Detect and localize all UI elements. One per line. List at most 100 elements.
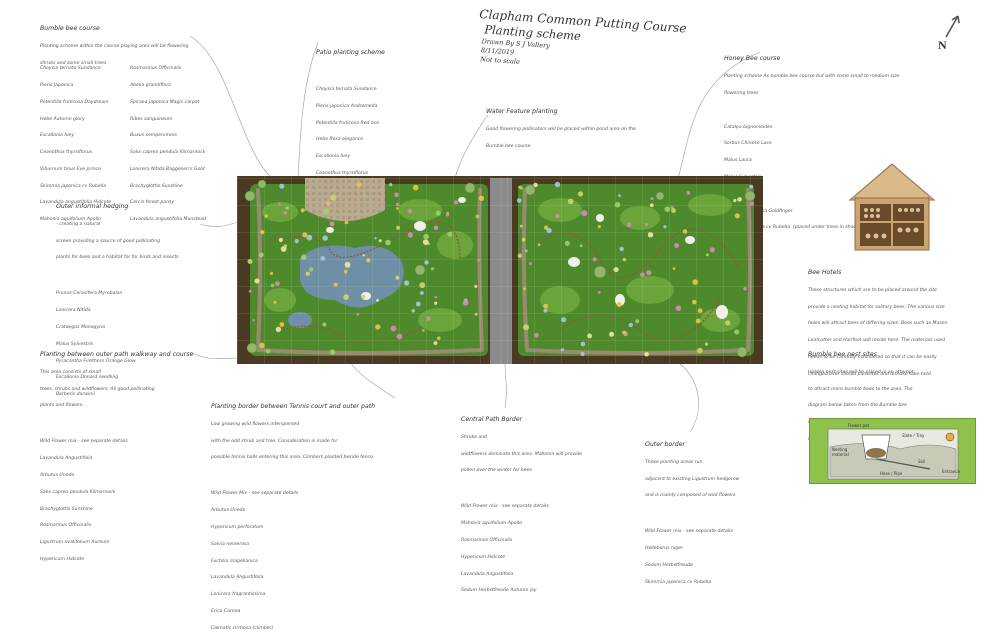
leader-lines xyxy=(189,35,761,433)
note-line: adjacent to existing Ligustrum hedgerow xyxy=(645,476,740,482)
plant-item: Potentilla fruticosa Daydream xyxy=(40,99,109,105)
plant-item: Salix caprea pendula Kilmarnock xyxy=(130,150,206,156)
plant-item: Wild Flower mix - see separate details xyxy=(645,529,733,535)
plant-item: Brachyglottis Sunshine xyxy=(130,183,183,189)
note-line: diagram below taken from the Bumble bee xyxy=(808,403,907,409)
bumble-bee-course-note: Bumble bee course Planting scheme within… xyxy=(40,14,188,72)
compass-north-label: N xyxy=(938,38,947,52)
note-line: and is mainly composed of wild flowers xyxy=(645,493,736,499)
plant-item: Mahonia aquifolium Apollo xyxy=(40,217,101,223)
plant-item: Pieris japonica Andromeda xyxy=(316,103,378,109)
note-line: trees, shrubs and wildflowers. All good … xyxy=(40,386,155,392)
bumble-nest-heading: Bumble bee nest sites xyxy=(808,351,877,359)
bumble-bee-plant-list-2: Rosmarinus Officinalis Abelia grandiflor… xyxy=(130,55,206,228)
note-line: Bumble bee course xyxy=(486,143,531,149)
note-line: Good flowering pollinators will be place… xyxy=(486,126,636,132)
note-line: wildflowers dominate this area. Mahonia … xyxy=(461,451,583,457)
plant-item: Hypericum Hidcote xyxy=(40,556,85,562)
plant-item: Malus Laura xyxy=(724,158,752,164)
plant-item: Wild Flower mix - see separate details xyxy=(461,504,549,510)
plant-item: Pyracantha Firethorn Orange Glow xyxy=(56,358,136,364)
plant-item: Cercis forest pansy xyxy=(130,200,175,206)
bee-hotels-heading: Bee Hotels xyxy=(808,269,842,277)
central-path-heading: Central Path Border xyxy=(461,416,523,424)
note-line: screen providing a source of good pollin… xyxy=(56,238,161,244)
plant-item: Rosmarinus Officinalis xyxy=(40,523,92,529)
plant-item: Crataegus Monogyna xyxy=(56,324,105,330)
plant-item: Helleborus niger xyxy=(645,546,683,552)
plant-item: Viburnum tinus Eve prince xyxy=(40,166,101,172)
nest-diagram-drawing xyxy=(827,428,959,480)
plant-item: Spiraea japonica Magic carpet xyxy=(130,99,200,105)
plant-item: Catalpa bignonioides xyxy=(724,124,773,130)
honey-bee-heading: Honey Bee course xyxy=(724,55,781,63)
bumble-bee-course-heading: Bumble bee course xyxy=(40,25,100,33)
plant-item: Skimmia japonica cv Rubella xyxy=(40,183,107,189)
note-line: plants for bees and a habitat for for bi… xyxy=(56,255,179,261)
bee-hotels-note: Bee Hotels These structures which are to… xyxy=(808,258,947,383)
plant-item: Ceanothus thyrsiflorus xyxy=(316,170,369,176)
plant-item: Skimmia japonica cv Rubella xyxy=(645,579,712,585)
bee-hotel-illustration xyxy=(848,163,936,251)
plant-item: Lonicera fragrantissima xyxy=(211,592,266,598)
plant-item: Lavandula angustifolia Hidcote xyxy=(40,200,112,206)
note-line: Shrubs and xyxy=(461,434,488,440)
plant-item: Hebe Autumn glory xyxy=(40,116,85,122)
note-line: Leafcutter and Hairfoot will reside here… xyxy=(808,338,946,344)
note-line: needs to be carefully considered so that… xyxy=(808,355,937,360)
plant-item: Wild Flower mix - see separate details xyxy=(40,439,128,445)
note-line: to attract more bumble bees to the area.… xyxy=(808,386,913,392)
plant-item: Hebe Rosa elegance xyxy=(316,137,364,143)
plant-item: Berberis darwinii xyxy=(56,392,95,398)
plant-item: Choysia ternata Sundance xyxy=(316,87,377,93)
note-line: holes will attract bees of differing siz… xyxy=(808,321,948,327)
plant-item: Mahonia aquifolium Apollo xyxy=(461,521,522,527)
outer-path-planting-heading: Planting between outer path walkway and … xyxy=(40,351,194,359)
water-feature-heading: Water Feature planting xyxy=(486,108,558,116)
nest-label-hose: Hose / Pipe xyxy=(880,471,903,476)
note-line: Hidden nest sites will be placed in an a… xyxy=(808,369,914,375)
note-line: flowering trees xyxy=(724,90,759,96)
note-line: changed over should parasites and diseas… xyxy=(808,371,933,377)
nest-label-slate: Slate / Tray xyxy=(902,433,925,438)
nest-diagram: Flower pot Slate / Tray Nesting material… xyxy=(809,418,976,484)
note-line: pollen over the winter for bees xyxy=(461,468,532,474)
plant-item: Escallonia Ivey xyxy=(40,133,75,139)
plant-item: Brachyglottis Sunshine xyxy=(40,506,93,512)
plant-item: Clematis cirrhosa (climber) xyxy=(211,625,274,631)
patio-planting-heading: Patio planting scheme xyxy=(316,49,385,57)
plant-item: Hypericum perforatum xyxy=(211,524,264,530)
plant-item: Pieris Japonica xyxy=(40,82,74,88)
note-line: Planting scheme within the course playin… xyxy=(40,43,189,49)
note-line: - creating a natural xyxy=(56,221,101,227)
note-line: These structures which are to be placed … xyxy=(808,287,937,293)
plant-item: Rosmarinus Officinalis xyxy=(130,66,182,72)
nest-label-flower-pot: Flower pot xyxy=(848,423,870,428)
outer-path-planting-note: Planting between outer path walkway and … xyxy=(40,340,193,568)
plant-item: Arbutus Unedo xyxy=(40,472,75,478)
plant-item: Salvia nemerosa xyxy=(211,541,250,547)
plant-item: Abelia grandiflora xyxy=(130,82,171,88)
note-line: possible tennis balls entering this area… xyxy=(211,455,375,461)
plant-item: Lavandula angustifolia Munstead xyxy=(130,217,207,223)
plant-item: Rosmarinus Officinalis xyxy=(461,537,513,543)
nest-label-entrance: Entrance xyxy=(942,469,960,474)
note-line: These planting areas run xyxy=(645,459,703,465)
plant-item: Ribes sanguineum xyxy=(130,116,173,122)
note-line: This area consists of small xyxy=(40,369,101,375)
outer-border-heading: Outer border xyxy=(645,441,686,449)
note-line: Low growing wild flowers interspersed xyxy=(211,421,300,427)
plant-item: Prunus Cerasifera Myrobalan xyxy=(56,291,123,297)
plant-item: Potentilla fruticosa Red ace xyxy=(316,120,380,126)
site-plan xyxy=(237,176,763,364)
plant-item: Arbutus Unedo xyxy=(211,508,246,514)
plant-item: Escallonia Donard seedling xyxy=(56,375,119,381)
compass-arrow-icon xyxy=(945,15,960,38)
note-line: provide a nesting habitat for solitary b… xyxy=(808,304,945,310)
note-line: with the odd shrub and tree. Considerati… xyxy=(211,438,338,444)
plant-item: Ligustrum ovalifolium Aureum xyxy=(40,540,110,546)
note-line: shrubs and some small trees xyxy=(40,60,107,66)
outer-hedging-note: Outer informal hedging - creating a natu… xyxy=(56,192,179,403)
plant-item: Sorbus Chinese Lace xyxy=(724,141,772,147)
nest-label-nesting-material: Nesting material xyxy=(832,447,849,457)
